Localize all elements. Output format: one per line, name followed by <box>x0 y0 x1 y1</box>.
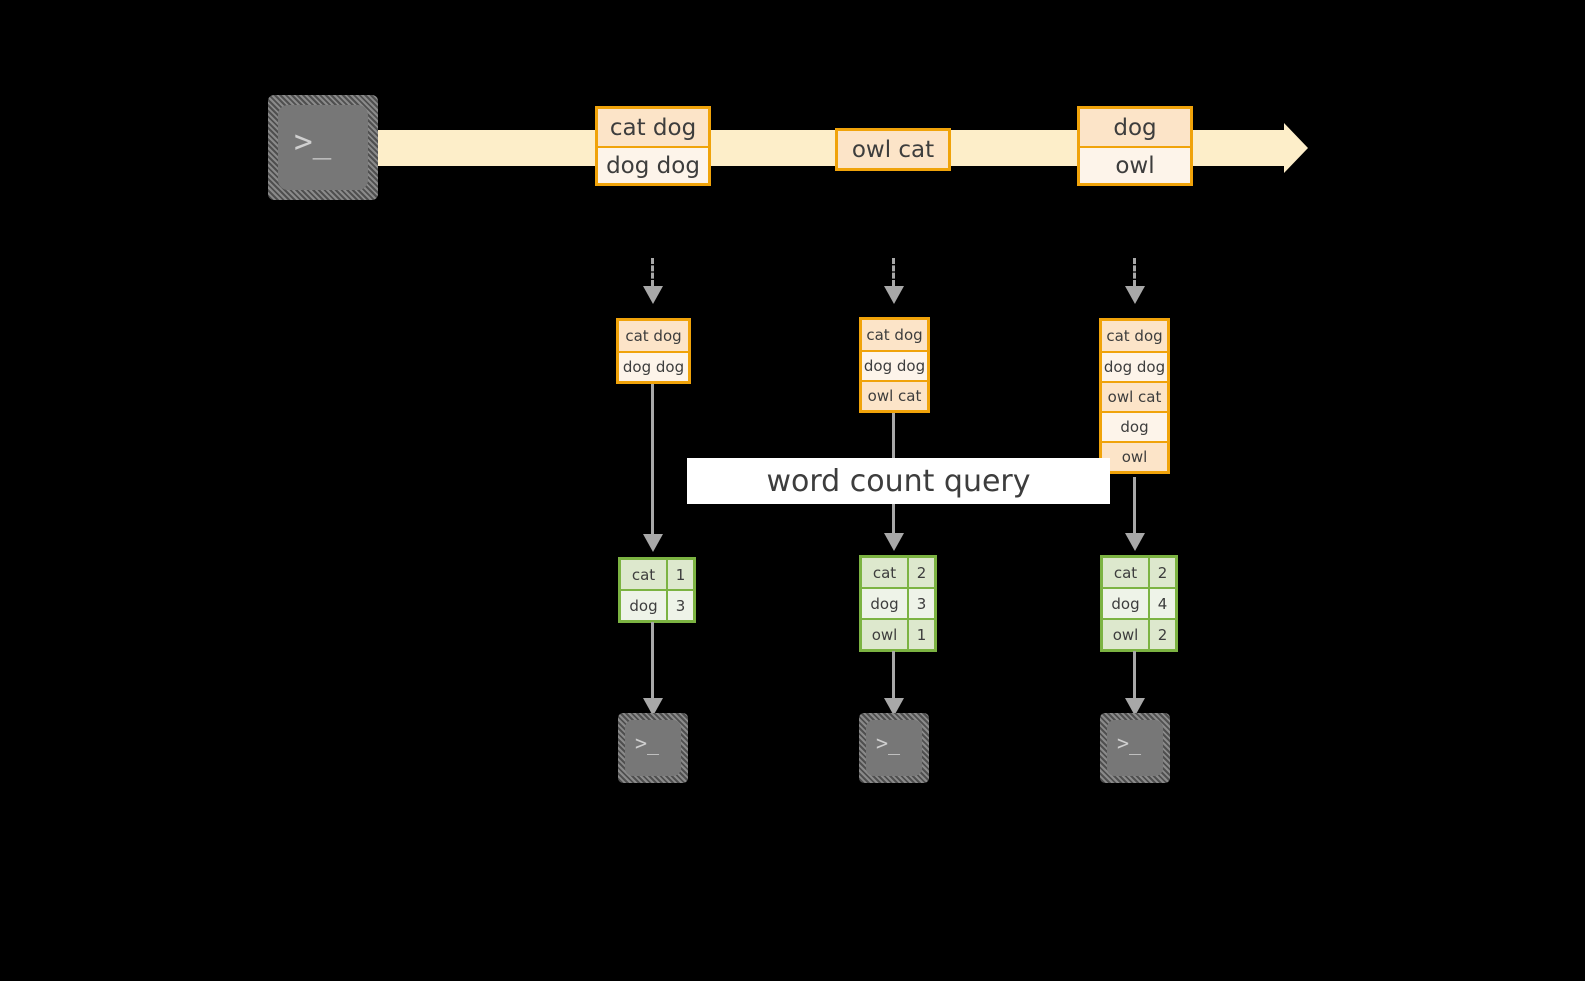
sink-terminal-column-2: >_ <box>859 713 929 783</box>
result-count: 2 <box>1148 558 1175 587</box>
timeline-event-line: dog dog <box>598 146 708 183</box>
input-to-result-arrowhead <box>884 533 904 551</box>
result-to-sink-arrowhead <box>643 698 663 716</box>
timeline-to-input-connector <box>892 258 895 286</box>
timeline-to-input-connector <box>1133 258 1136 286</box>
input-box-column-1: cat dog dog dog <box>616 318 691 384</box>
table-row: dog 4 <box>1103 587 1175 618</box>
timeline-event-line: dog <box>1080 109 1190 146</box>
terminal-screen: >_ <box>866 720 922 776</box>
timeline-event-line: cat dog <box>598 109 708 146</box>
result-count: 2 <box>907 558 934 587</box>
input-box-column-2: cat dog dog dog owl cat <box>859 317 930 413</box>
source-terminal-icon: >_ <box>268 95 378 200</box>
result-count: 1 <box>666 560 693 589</box>
terminal-screen: >_ <box>278 105 368 190</box>
result-word: dog <box>621 591 666 620</box>
result-to-sink-connector <box>1133 651 1136 700</box>
table-row: dog 3 <box>862 587 934 618</box>
timeline-event-box-2: owl cat <box>835 128 951 171</box>
result-to-sink-arrowhead <box>884 698 904 716</box>
timeline-arrow-head <box>1284 123 1308 173</box>
result-word: dog <box>1103 589 1148 618</box>
query-label-text: word count query <box>766 463 1031 499</box>
table-row: dog 3 <box>621 589 693 620</box>
result-word: cat <box>621 560 666 589</box>
result-count: 2 <box>1148 620 1175 649</box>
terminal-prompt-glyph: >_ <box>294 124 332 160</box>
result-table-column-3: cat 2 dog 4 owl 2 <box>1100 555 1178 652</box>
table-row: cat 2 <box>1103 558 1175 587</box>
terminal-prompt-glyph: >_ <box>1117 731 1142 755</box>
query-label-band: word count query <box>687 458 1110 504</box>
timeline-event-box-3: dog owl <box>1077 106 1193 186</box>
input-to-result-arrowhead <box>1125 533 1145 551</box>
result-word: cat <box>862 558 907 587</box>
sink-terminal-column-3: >_ <box>1100 713 1170 783</box>
input-box-column-3: cat dog dog dog owl cat dog owl <box>1099 318 1170 474</box>
result-word: cat <box>1103 558 1148 587</box>
result-count: 3 <box>907 589 934 618</box>
input-to-result-arrowhead <box>643 534 663 552</box>
table-row: owl 1 <box>862 618 934 649</box>
input-line: dog <box>1102 411 1167 441</box>
input-to-result-connector <box>1133 477 1136 535</box>
input-line: dog dog <box>619 351 688 381</box>
result-count: 1 <box>907 620 934 649</box>
result-word: owl <box>1103 620 1148 649</box>
input-line: cat dog <box>619 321 688 351</box>
timeline-event-box-1: cat dog dog dog <box>595 106 711 186</box>
input-line: owl cat <box>1102 381 1167 411</box>
result-to-sink-arrowhead <box>1125 698 1145 716</box>
result-to-sink-connector <box>651 622 654 700</box>
sink-terminal-column-1: >_ <box>618 713 688 783</box>
timeline-event-line: owl <box>1080 146 1190 183</box>
timeline-event-line: owl cat <box>838 131 948 168</box>
table-row: cat 1 <box>621 560 693 589</box>
terminal-prompt-glyph: >_ <box>635 731 660 755</box>
input-line: owl cat <box>862 380 927 410</box>
input-line: cat dog <box>862 320 927 350</box>
timeline-to-input-arrowhead <box>643 286 663 304</box>
input-line: cat dog <box>1102 321 1167 351</box>
input-to-result-connector <box>651 384 654 536</box>
result-count: 4 <box>1148 589 1175 618</box>
result-count: 3 <box>666 591 693 620</box>
input-line: owl <box>1102 441 1167 471</box>
result-table-column-1: cat 1 dog 3 <box>618 557 696 623</box>
timeline-to-input-connector <box>651 258 654 286</box>
terminal-screen: >_ <box>625 720 681 776</box>
timeline-to-input-arrowhead <box>884 286 904 304</box>
result-word: dog <box>862 589 907 618</box>
result-table-column-2: cat 2 dog 3 owl 1 <box>859 555 937 652</box>
result-to-sink-connector <box>892 651 895 700</box>
table-row: cat 2 <box>862 558 934 587</box>
input-line: dog dog <box>1102 351 1167 381</box>
result-word: owl <box>862 620 907 649</box>
terminal-prompt-glyph: >_ <box>876 731 901 755</box>
terminal-screen: >_ <box>1107 720 1163 776</box>
timeline-to-input-arrowhead <box>1125 286 1145 304</box>
table-row: owl 2 <box>1103 618 1175 649</box>
input-line: dog dog <box>862 350 927 380</box>
